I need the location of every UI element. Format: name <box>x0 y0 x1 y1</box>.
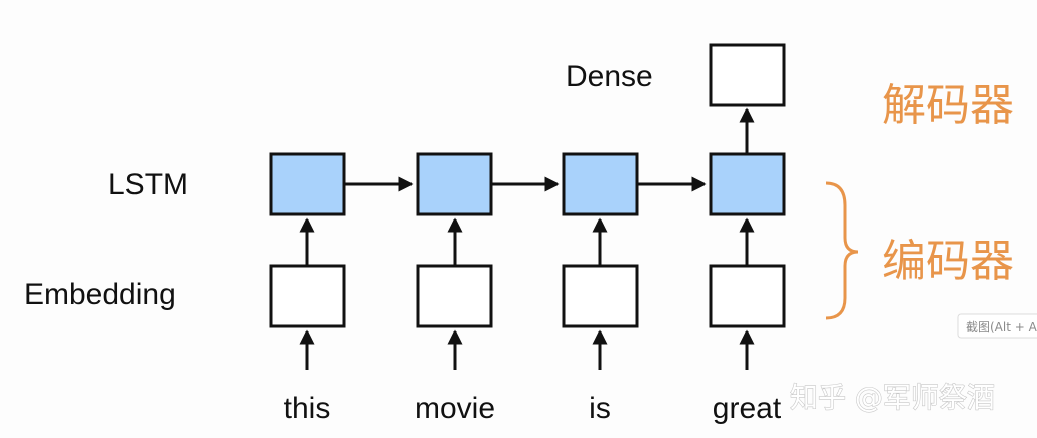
embedding-box-2 <box>416 264 493 328</box>
lstm-row-label: LSTM <box>108 168 188 201</box>
dense-box <box>709 43 786 107</box>
embedding-box-1 <box>269 264 346 328</box>
token-label-4: great <box>713 392 782 425</box>
watermark-text: 知乎 @军师祭酒 <box>790 381 995 414</box>
dense-row-label: Dense <box>566 60 653 93</box>
embedding-box-3 <box>562 264 639 328</box>
token-label-2: movie <box>415 392 495 425</box>
token-label-1: this <box>284 392 331 425</box>
decoder-annotation: 解码器 <box>882 80 1014 131</box>
lstm-box-4 <box>709 152 786 216</box>
encoder-annotation: 编码器 <box>882 236 1014 287</box>
screenshot-tooltip-text: 截图(Alt + A <box>966 320 1037 334</box>
lstm-box-3 <box>562 152 639 216</box>
encoder-curly-brace <box>825 181 859 320</box>
embedding-box-4 <box>709 264 786 328</box>
embedding-row-label: Embedding <box>24 278 176 311</box>
lstm-box-2 <box>416 152 493 216</box>
screenshot-tooltip <box>957 313 1037 339</box>
token-label-3: is <box>589 392 611 425</box>
lstm-box-1 <box>269 152 346 216</box>
